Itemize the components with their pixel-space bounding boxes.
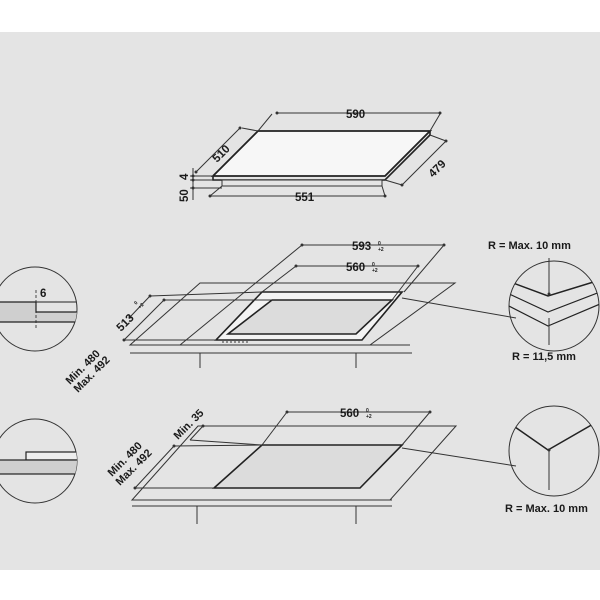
dim-line-510 (195, 127, 241, 173)
dim-560-standard: 560 (340, 408, 359, 420)
standard-mount-view: 560 0 +2 Min. 35 Min. 480 Max. 492 (0, 405, 600, 524)
cutout-inner (225, 299, 395, 335)
svg-text:+2: +2 (378, 247, 384, 253)
dim-6: 6 (40, 288, 46, 300)
cutout-standard (211, 444, 404, 489)
dim-50: 50 (179, 189, 191, 202)
svg-text:0: 0 (366, 408, 369, 414)
hob-glass-top (210, 130, 433, 177)
dim-551: 551 (295, 192, 315, 204)
hob-base-body (221, 179, 383, 187)
dim-590: 590 (346, 109, 365, 121)
svg-text:+2: +2 (366, 414, 372, 420)
svg-text:+2: +2 (137, 302, 145, 310)
rebate-detail-circle: 6 (0, 266, 78, 352)
radius-11-5: R = 11,5 mm (512, 351, 576, 363)
hob-product-view: 590 510 4 50 551 47 (179, 109, 449, 204)
dim-line-513 (129, 295, 151, 318)
dim-line-35 (189, 425, 204, 441)
dim-560-flush: 560 (346, 262, 365, 274)
dim-593: 593 (352, 241, 371, 253)
radius-max-10-flush: R = Max. 10 mm (488, 240, 571, 252)
flush-mount-view: 593 0 +2 560 0 +2 513 0 +2 Min. 480 Max (0, 240, 600, 395)
dim-line-479 (401, 140, 447, 186)
dim-min-35: Min. 35 (172, 407, 207, 442)
svg-text:+2: +2 (372, 268, 378, 274)
dim-line-480-flush (123, 299, 165, 341)
standard-edge-detail-circle (0, 418, 78, 504)
radius-max-10-standard: R = Max. 10 mm (505, 503, 588, 515)
dim-479: 479 (427, 158, 449, 180)
svg-text:0: 0 (133, 300, 139, 306)
svg-text:0: 0 (372, 262, 375, 268)
svg-text:0: 0 (378, 241, 381, 247)
dim-line-480-standard (134, 445, 175, 489)
radius-detail-circle-standard: R = Max. 10 mm (505, 405, 600, 515)
dim-4: 4 (179, 173, 191, 180)
radius-detail-circle-flush: R = Max. 10 mm R = 11,5 mm (488, 240, 600, 363)
